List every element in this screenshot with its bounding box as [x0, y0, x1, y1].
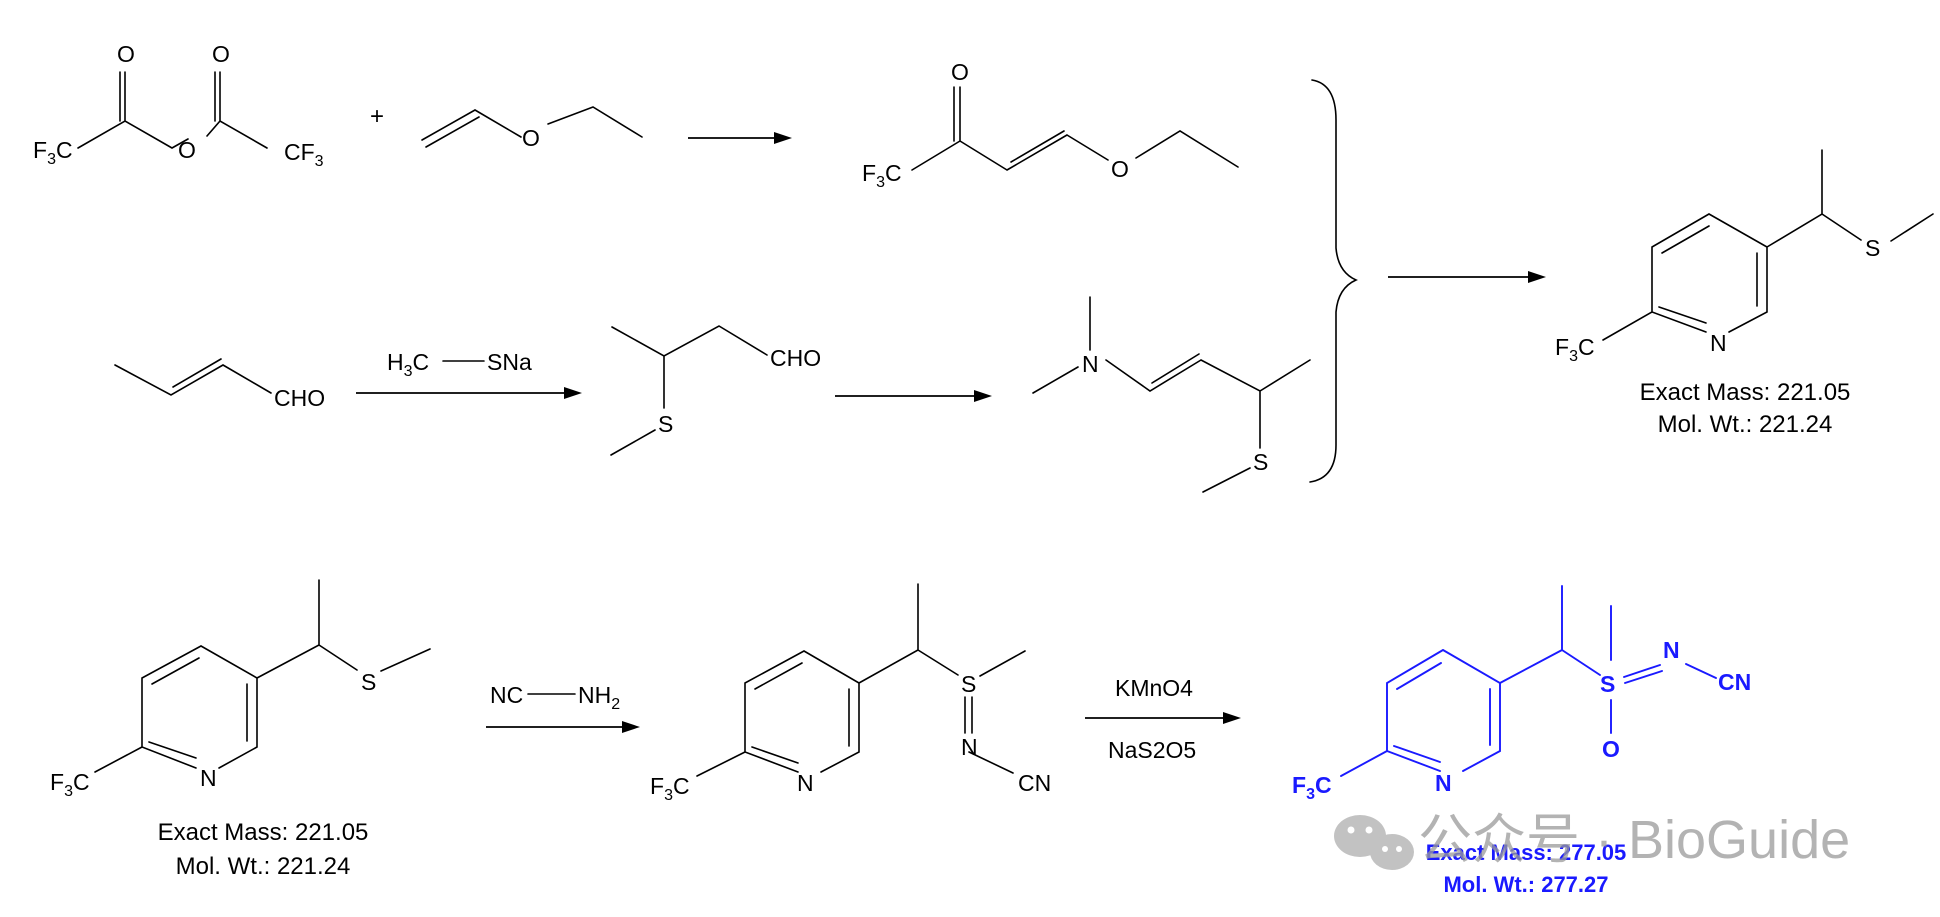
svg-text:N: N	[1082, 351, 1099, 377]
merge-bracket	[1309, 79, 1358, 483]
svg-text:F3C: F3C	[862, 160, 902, 191]
reagent-kmno4: KMnO4	[1115, 675, 1193, 701]
svg-text:SNa: SNa	[487, 349, 532, 375]
svg-text:O: O	[117, 41, 135, 67]
svg-text:F3C: F3C	[1292, 772, 1332, 803]
methylthio-butanal: CHO S	[610, 325, 821, 456]
sulfilimine-intermediate: N S N CN F3C	[650, 583, 1051, 804]
svg-text:O: O	[1602, 736, 1620, 762]
svg-text:F3C: F3C	[1555, 334, 1595, 365]
svg-text:N: N	[1435, 770, 1452, 796]
svg-text:S: S	[1600, 671, 1615, 697]
svg-text:N: N	[200, 765, 217, 791]
trifluoroacetic-anhydride: O O O F3C CF3	[33, 41, 324, 170]
svg-text:N: N	[961, 734, 978, 760]
plus-sign: +	[370, 103, 384, 130]
svg-text:CN: CN	[1018, 770, 1051, 796]
svg-text:S: S	[361, 669, 376, 695]
mol-wt-label: Mol. Wt.: 221.24	[1658, 411, 1833, 438]
arrow-6: KMnO4 NaS2O5	[1085, 675, 1241, 763]
exact-mass-label-2: Exact Mass: 221.05	[158, 819, 369, 846]
ethyl-vinyl-ether: O	[421, 106, 643, 151]
exact-mass-label: Exact Mass: 221.05	[1640, 379, 1851, 406]
svg-text:S: S	[658, 411, 673, 437]
arrow-1	[688, 132, 792, 144]
svg-text:CHO: CHO	[770, 345, 821, 371]
watermark-text: 公众号 · BioGuide	[1418, 810, 1850, 870]
enamine-intermediate: N S	[1032, 296, 1311, 493]
svg-text:CHO: CHO	[274, 385, 325, 411]
svg-text:O: O	[522, 125, 540, 151]
svg-text:N: N	[1710, 330, 1727, 356]
svg-text:O: O	[1111, 156, 1129, 182]
svg-text:N: N	[797, 770, 814, 796]
svg-text:O: O	[212, 41, 230, 67]
pyridine-sulfide: N S F3C	[50, 579, 431, 800]
svg-text:F3C: F3C	[50, 769, 90, 800]
svg-text:S: S	[1253, 449, 1268, 475]
svg-text:F3C: F3C	[33, 137, 73, 168]
arrow-5: NC NH2	[486, 682, 640, 733]
product-exact-mass: Exact Mass: 277.05	[1426, 840, 1627, 865]
svg-text:CN: CN	[1718, 669, 1751, 695]
svg-text:NH2: NH2	[578, 682, 620, 713]
svg-text:S: S	[961, 671, 976, 697]
arrow-2: H3C SNa	[356, 349, 582, 399]
reagent-nas2o5: NaS2O5	[1108, 737, 1196, 763]
svg-text:S: S	[1865, 235, 1880, 261]
arrow-3	[835, 390, 992, 402]
wechat-icon	[1334, 815, 1414, 870]
arrow-4	[1388, 271, 1546, 283]
svg-text:O: O	[178, 137, 196, 163]
svg-text:CF3: CF3	[284, 139, 324, 170]
trifluoro-ethoxy-enone: O O F3C	[862, 59, 1239, 191]
crotonaldehyde: CHO	[114, 358, 325, 411]
product-mol-wt: Mol. Wt.: 277.27	[1443, 872, 1608, 897]
pyridine-product-1: N S F3C	[1555, 149, 1934, 365]
svg-text:F3C: F3C	[650, 773, 690, 804]
mol-wt-label-2: Mol. Wt.: 221.24	[176, 853, 351, 880]
svg-text:NC: NC	[490, 682, 523, 708]
svg-text:O: O	[951, 59, 969, 85]
final-product-sulfoximine: N S O N CN F3C	[1292, 585, 1751, 803]
svg-text:H3C: H3C	[387, 349, 429, 380]
svg-text:N: N	[1663, 637, 1680, 663]
